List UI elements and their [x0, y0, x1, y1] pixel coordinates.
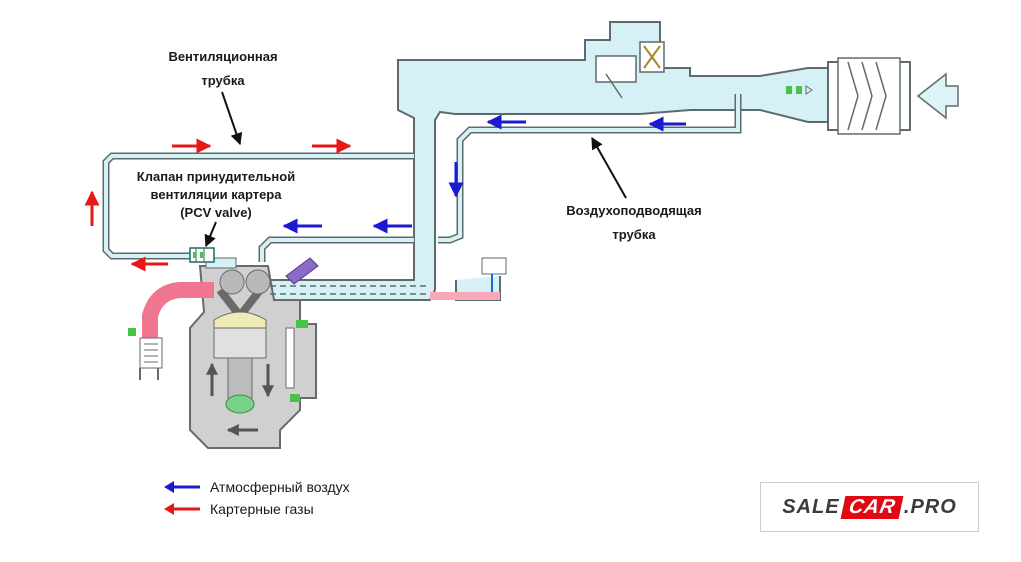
- intake-air-arrow-icon: [916, 72, 959, 120]
- legend-label-gas: Картерные газы: [210, 501, 314, 517]
- intake-duct: [229, 21, 829, 301]
- air-flow-arrows: [282, 114, 686, 234]
- legend-label-air: Атмосферный воздух: [210, 479, 350, 495]
- air-tube-leader: [591, 136, 627, 199]
- arrow-left-icon: [164, 481, 200, 493]
- logo-part-pro: .PRO: [903, 495, 957, 518]
- logo-part-sale: SALE: [782, 495, 840, 518]
- pcv-label-line1: Клапан принудительной: [136, 169, 296, 184]
- ignition-coil: [285, 257, 319, 285]
- vent-tube-label-line1: Вентиляционная: [168, 49, 278, 64]
- arrow-left-icon: [164, 503, 200, 515]
- exhaust-manifold: [128, 282, 214, 380]
- pcv-valve: [189, 247, 215, 263]
- salecar-logo: SALE CAR .PRO: [760, 482, 979, 532]
- legend-item-gas: Картерные газы: [164, 500, 314, 518]
- air-tube-label-line2: трубка: [612, 227, 656, 242]
- logo-part-car: CAR: [840, 495, 904, 519]
- pcv-leader: [204, 221, 217, 248]
- vent-tube-label-line2: трубка: [201, 73, 245, 88]
- engine: [189, 257, 317, 449]
- air-tube-label-line1: Воздухоподводящая: [566, 203, 702, 218]
- vent-tube-leader: [221, 91, 243, 146]
- air-filter: [827, 57, 911, 135]
- legend-item-air: Атмосферный воздух: [164, 478, 350, 496]
- pcv-label-line3: (PCV valve): [180, 205, 252, 220]
- gas-flow-arrows: [84, 138, 352, 272]
- injector: [430, 257, 507, 301]
- pcv-label-line2: вентиляции картера: [150, 187, 282, 202]
